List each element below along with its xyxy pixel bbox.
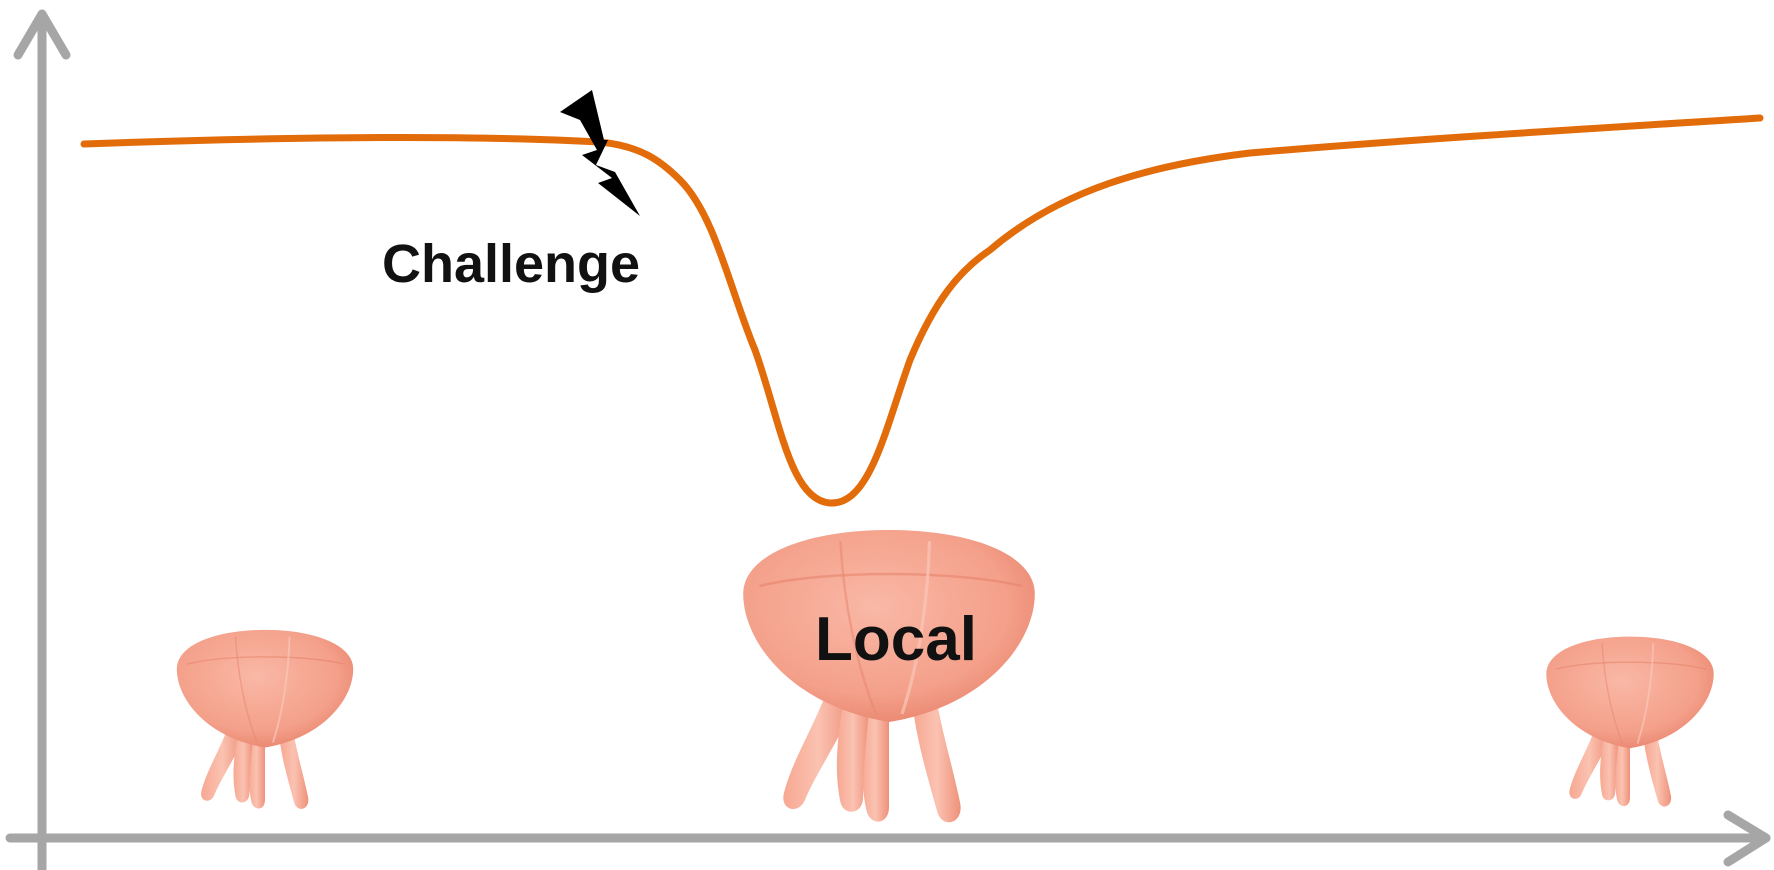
gripper-left-icon [175, 628, 355, 810]
x-axis-arrowhead [1723, 810, 1771, 867]
lightning-bolt-icon [560, 90, 640, 216]
y-axis-arrowhead [13, 9, 71, 60]
y-axis [13, 9, 71, 870]
x-axis [5, 810, 1771, 867]
gripper-center-icon [741, 528, 1037, 824]
gripper-right-icon [1545, 635, 1715, 808]
local-label: Local [815, 605, 977, 674]
performance-curve [80, 114, 1764, 507]
challenge-label: Challenge [382, 234, 640, 294]
